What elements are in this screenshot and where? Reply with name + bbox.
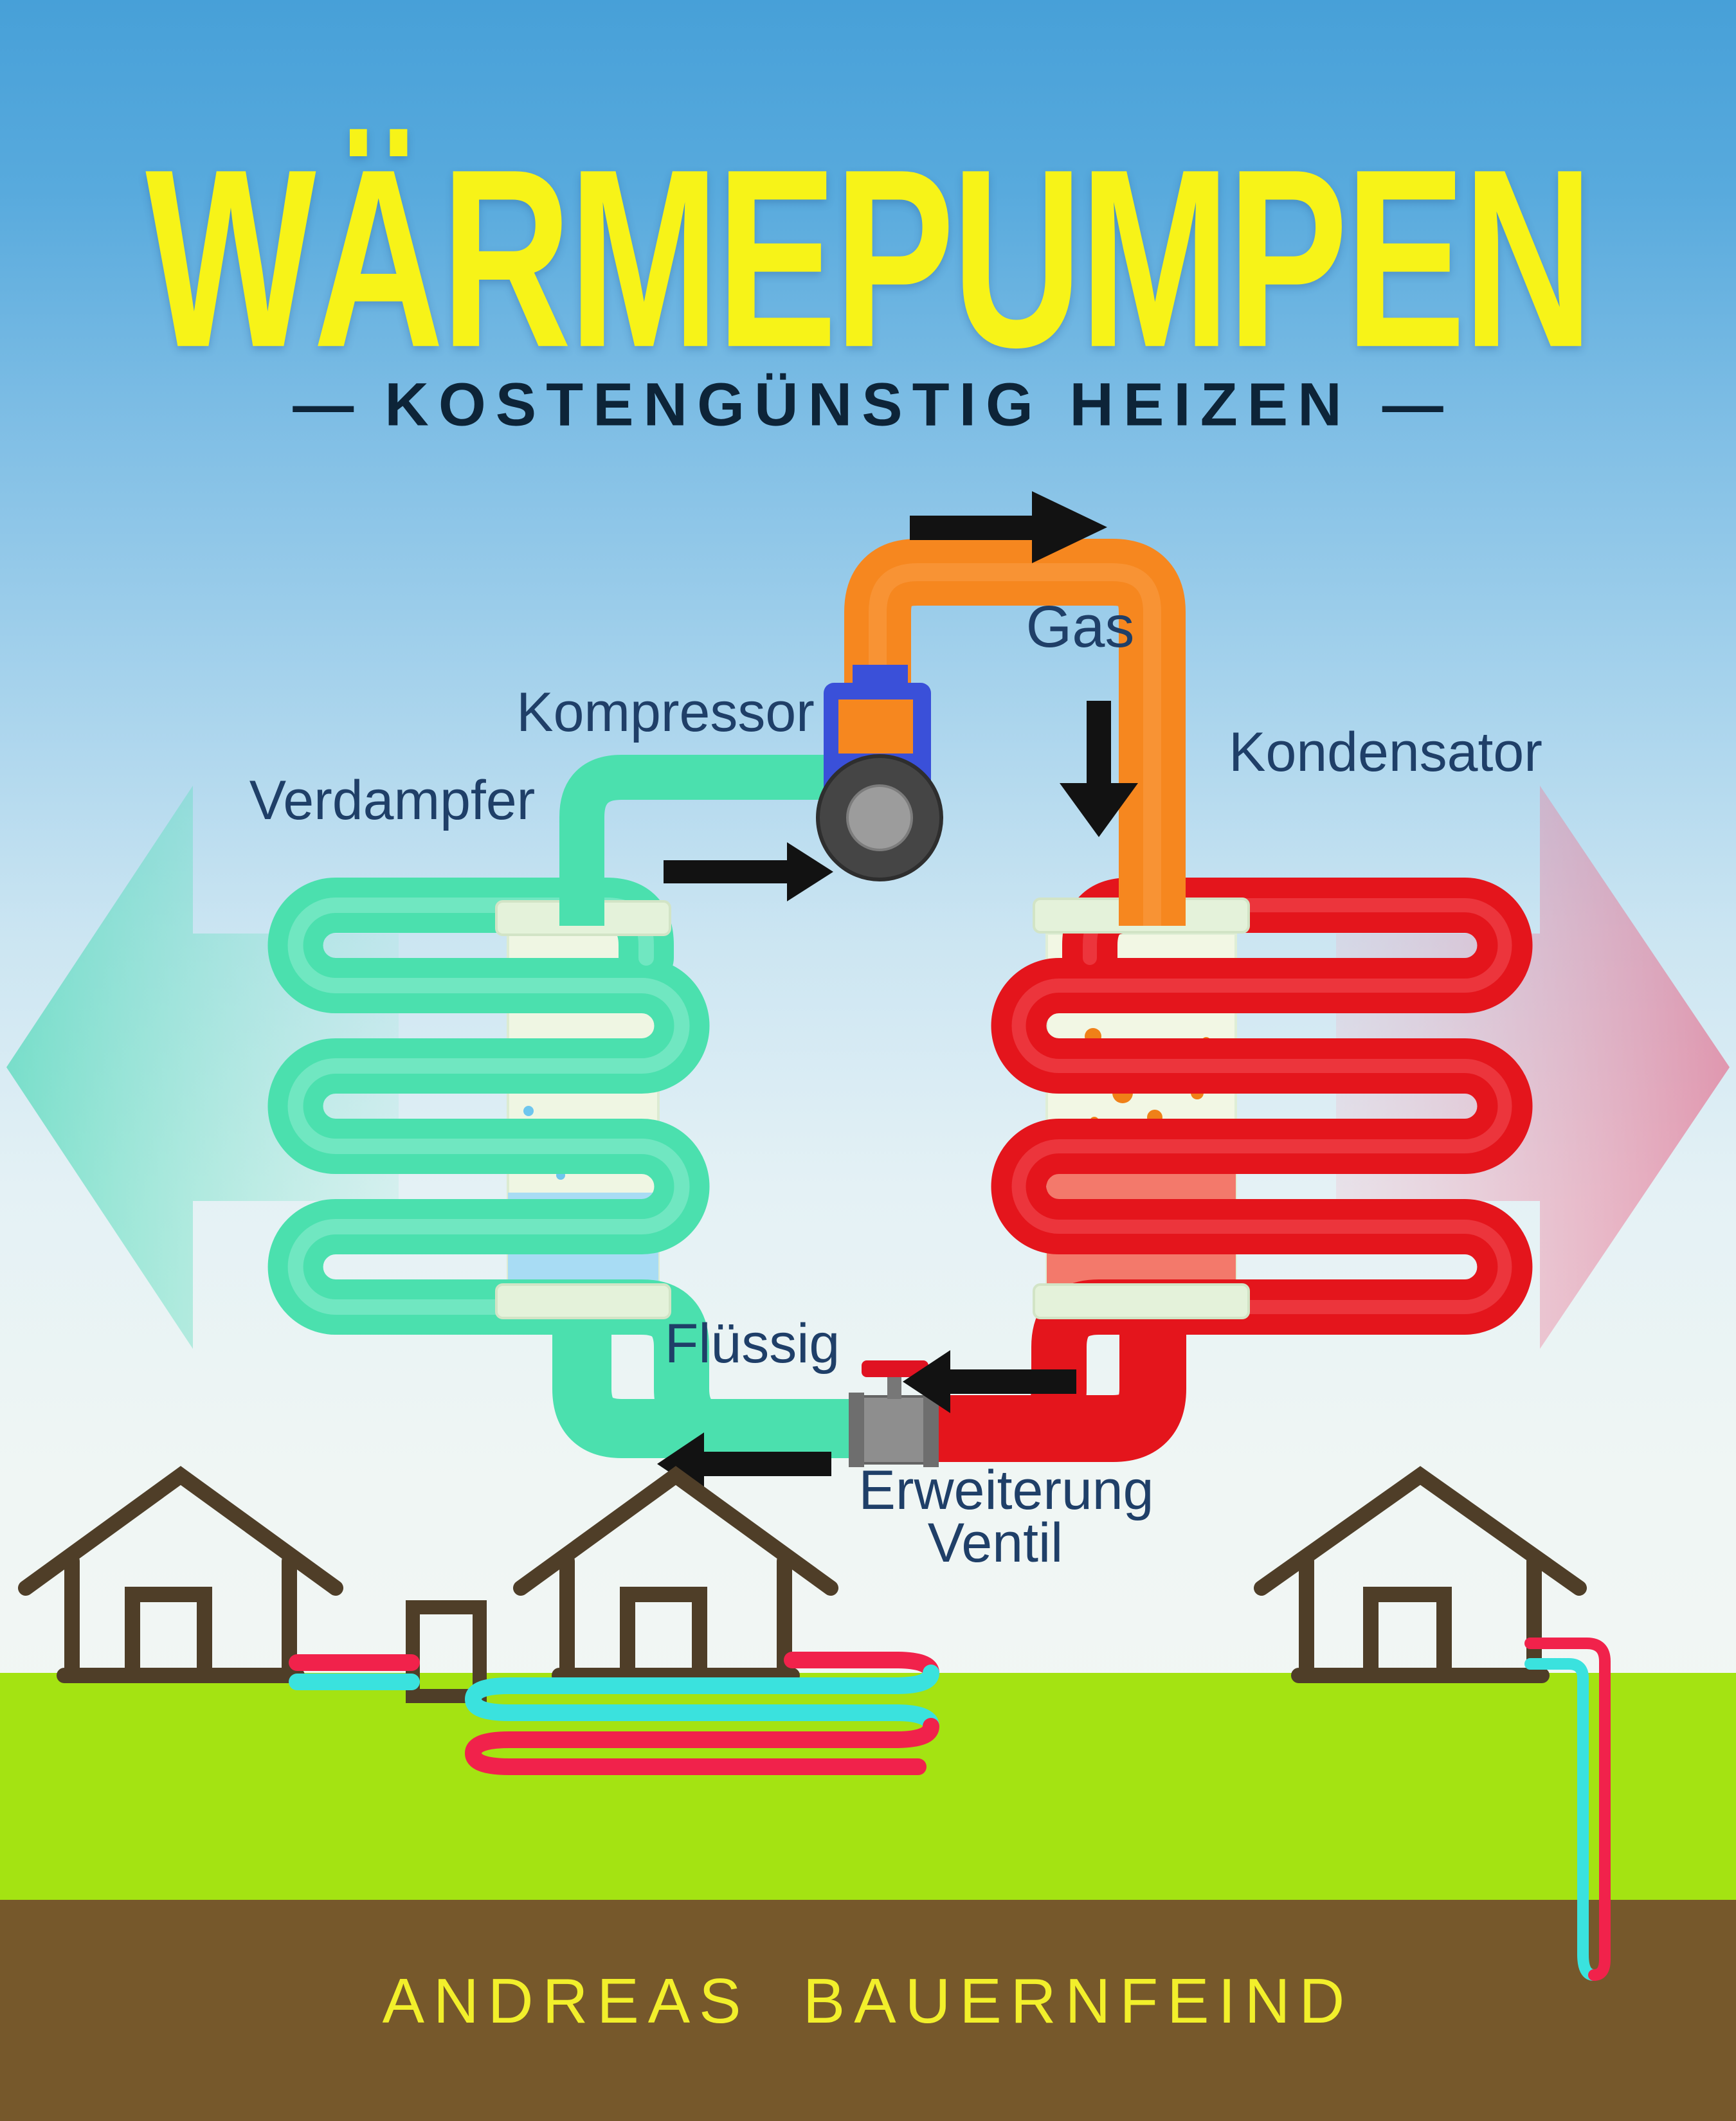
liquid-pipe-teal [552, 1313, 860, 1458]
condenser-coil-icon [937, 878, 1533, 1456]
label-kondensator: Kondensator [1229, 721, 1542, 783]
expansion-valve-icon [849, 1360, 939, 1467]
author-name: ANDREAS BAUERNFEIND [382, 1965, 1354, 2036]
gas-pipe-highlight [869, 563, 1161, 926]
label-erweiterung: Erweiterung [858, 1459, 1154, 1521]
subtitle-text: KOSTENGÜNSTIG HEIZEN [384, 370, 1352, 439]
page-title: WÄRMEPUMPEN [145, 116, 1593, 401]
subtitle-right-dash: — [1382, 370, 1443, 439]
label-verdampfer: Verdampfer [249, 770, 536, 831]
label-ventil: Ventil [927, 1512, 1063, 1574]
page-subtitle: —KOSTENGÜNSTIG HEIZEN— [262, 374, 1474, 436]
black-flow-arrow-icon [657, 491, 1138, 1495]
compressor-pump-icon [816, 665, 943, 881]
suction-pipe [559, 755, 862, 926]
right-hot-air-arrow-icon [1336, 786, 1730, 1349]
left-cold-air-arrow-icon [6, 786, 399, 1349]
label-gas: Gas [1026, 594, 1135, 660]
soil-ground [0, 1900, 1736, 2121]
house-outline-icon [18, 1466, 1587, 1703]
label-fluessig: Flüssig [664, 1313, 840, 1375]
label-kompressor: Kompressor [516, 681, 815, 743]
ground-loop-pipe-icon [289, 1652, 939, 1775]
subtitle-left-dash: — [293, 370, 354, 439]
evaporator-coil-icon [267, 878, 876, 1456]
liquid-pipe-red [934, 1313, 1186, 1462]
gas-pipe [844, 539, 1186, 926]
borehole-pipe-icon [1524, 1638, 1611, 1981]
